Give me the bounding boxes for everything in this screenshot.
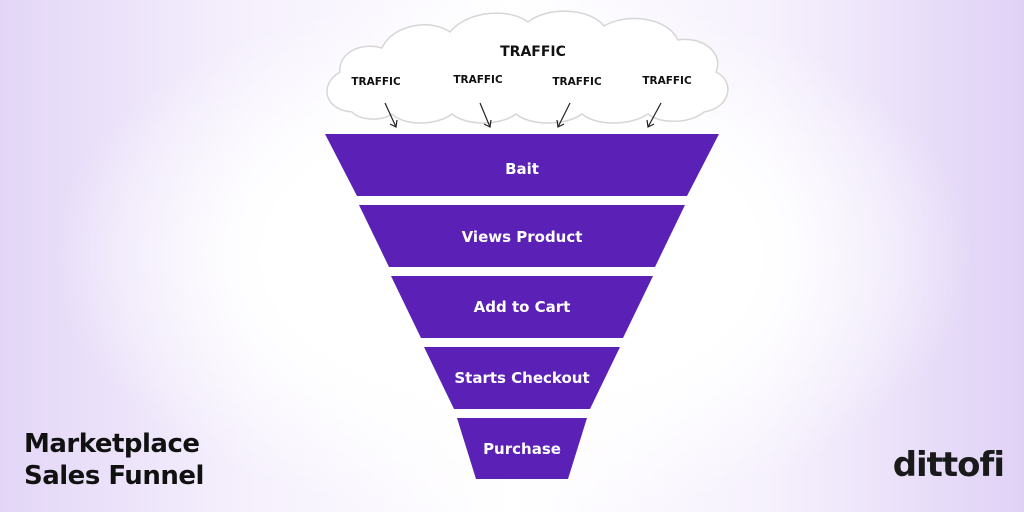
- cloud-title: TRAFFIC: [500, 44, 566, 60]
- traffic-arrows: [384, 102, 662, 128]
- stage-label-add-to-cart: Add to Cart: [474, 298, 571, 316]
- funnel-stage-bait: [325, 134, 719, 196]
- arrow-4: [646, 102, 662, 128]
- arrow-1: [384, 102, 398, 128]
- page-title: Marketplace Sales Funnel: [24, 428, 204, 492]
- stage-label-bait: Bait: [505, 160, 539, 178]
- cloud-label-4: TRAFFIC: [642, 75, 692, 87]
- funnel-stage-add-to-cart: [391, 276, 653, 338]
- cloud-label-2: TRAFFIC: [453, 74, 503, 86]
- stage-label-purchase: Purchase: [483, 440, 561, 458]
- funnel-stage-starts-checkout: [424, 347, 620, 409]
- cloud-label-1: TRAFFIC: [351, 76, 401, 88]
- dittofi-logo: dittofi: [892, 445, 1005, 485]
- funnel-stage-views-product: [359, 205, 685, 267]
- arrow-3: [556, 102, 571, 128]
- cloud-label-3: TRAFFIC: [552, 76, 602, 88]
- funnel-stage-purchase: [457, 418, 587, 479]
- title-line-1: Marketplace: [24, 429, 200, 459]
- stage-label-views-product: Views Product: [462, 228, 583, 246]
- stage-label-starts-checkout: Starts Checkout: [454, 369, 589, 387]
- traffic-cloud: [326, 10, 729, 124]
- title-line-2: Sales Funnel: [24, 461, 204, 491]
- arrow-2: [479, 102, 492, 128]
